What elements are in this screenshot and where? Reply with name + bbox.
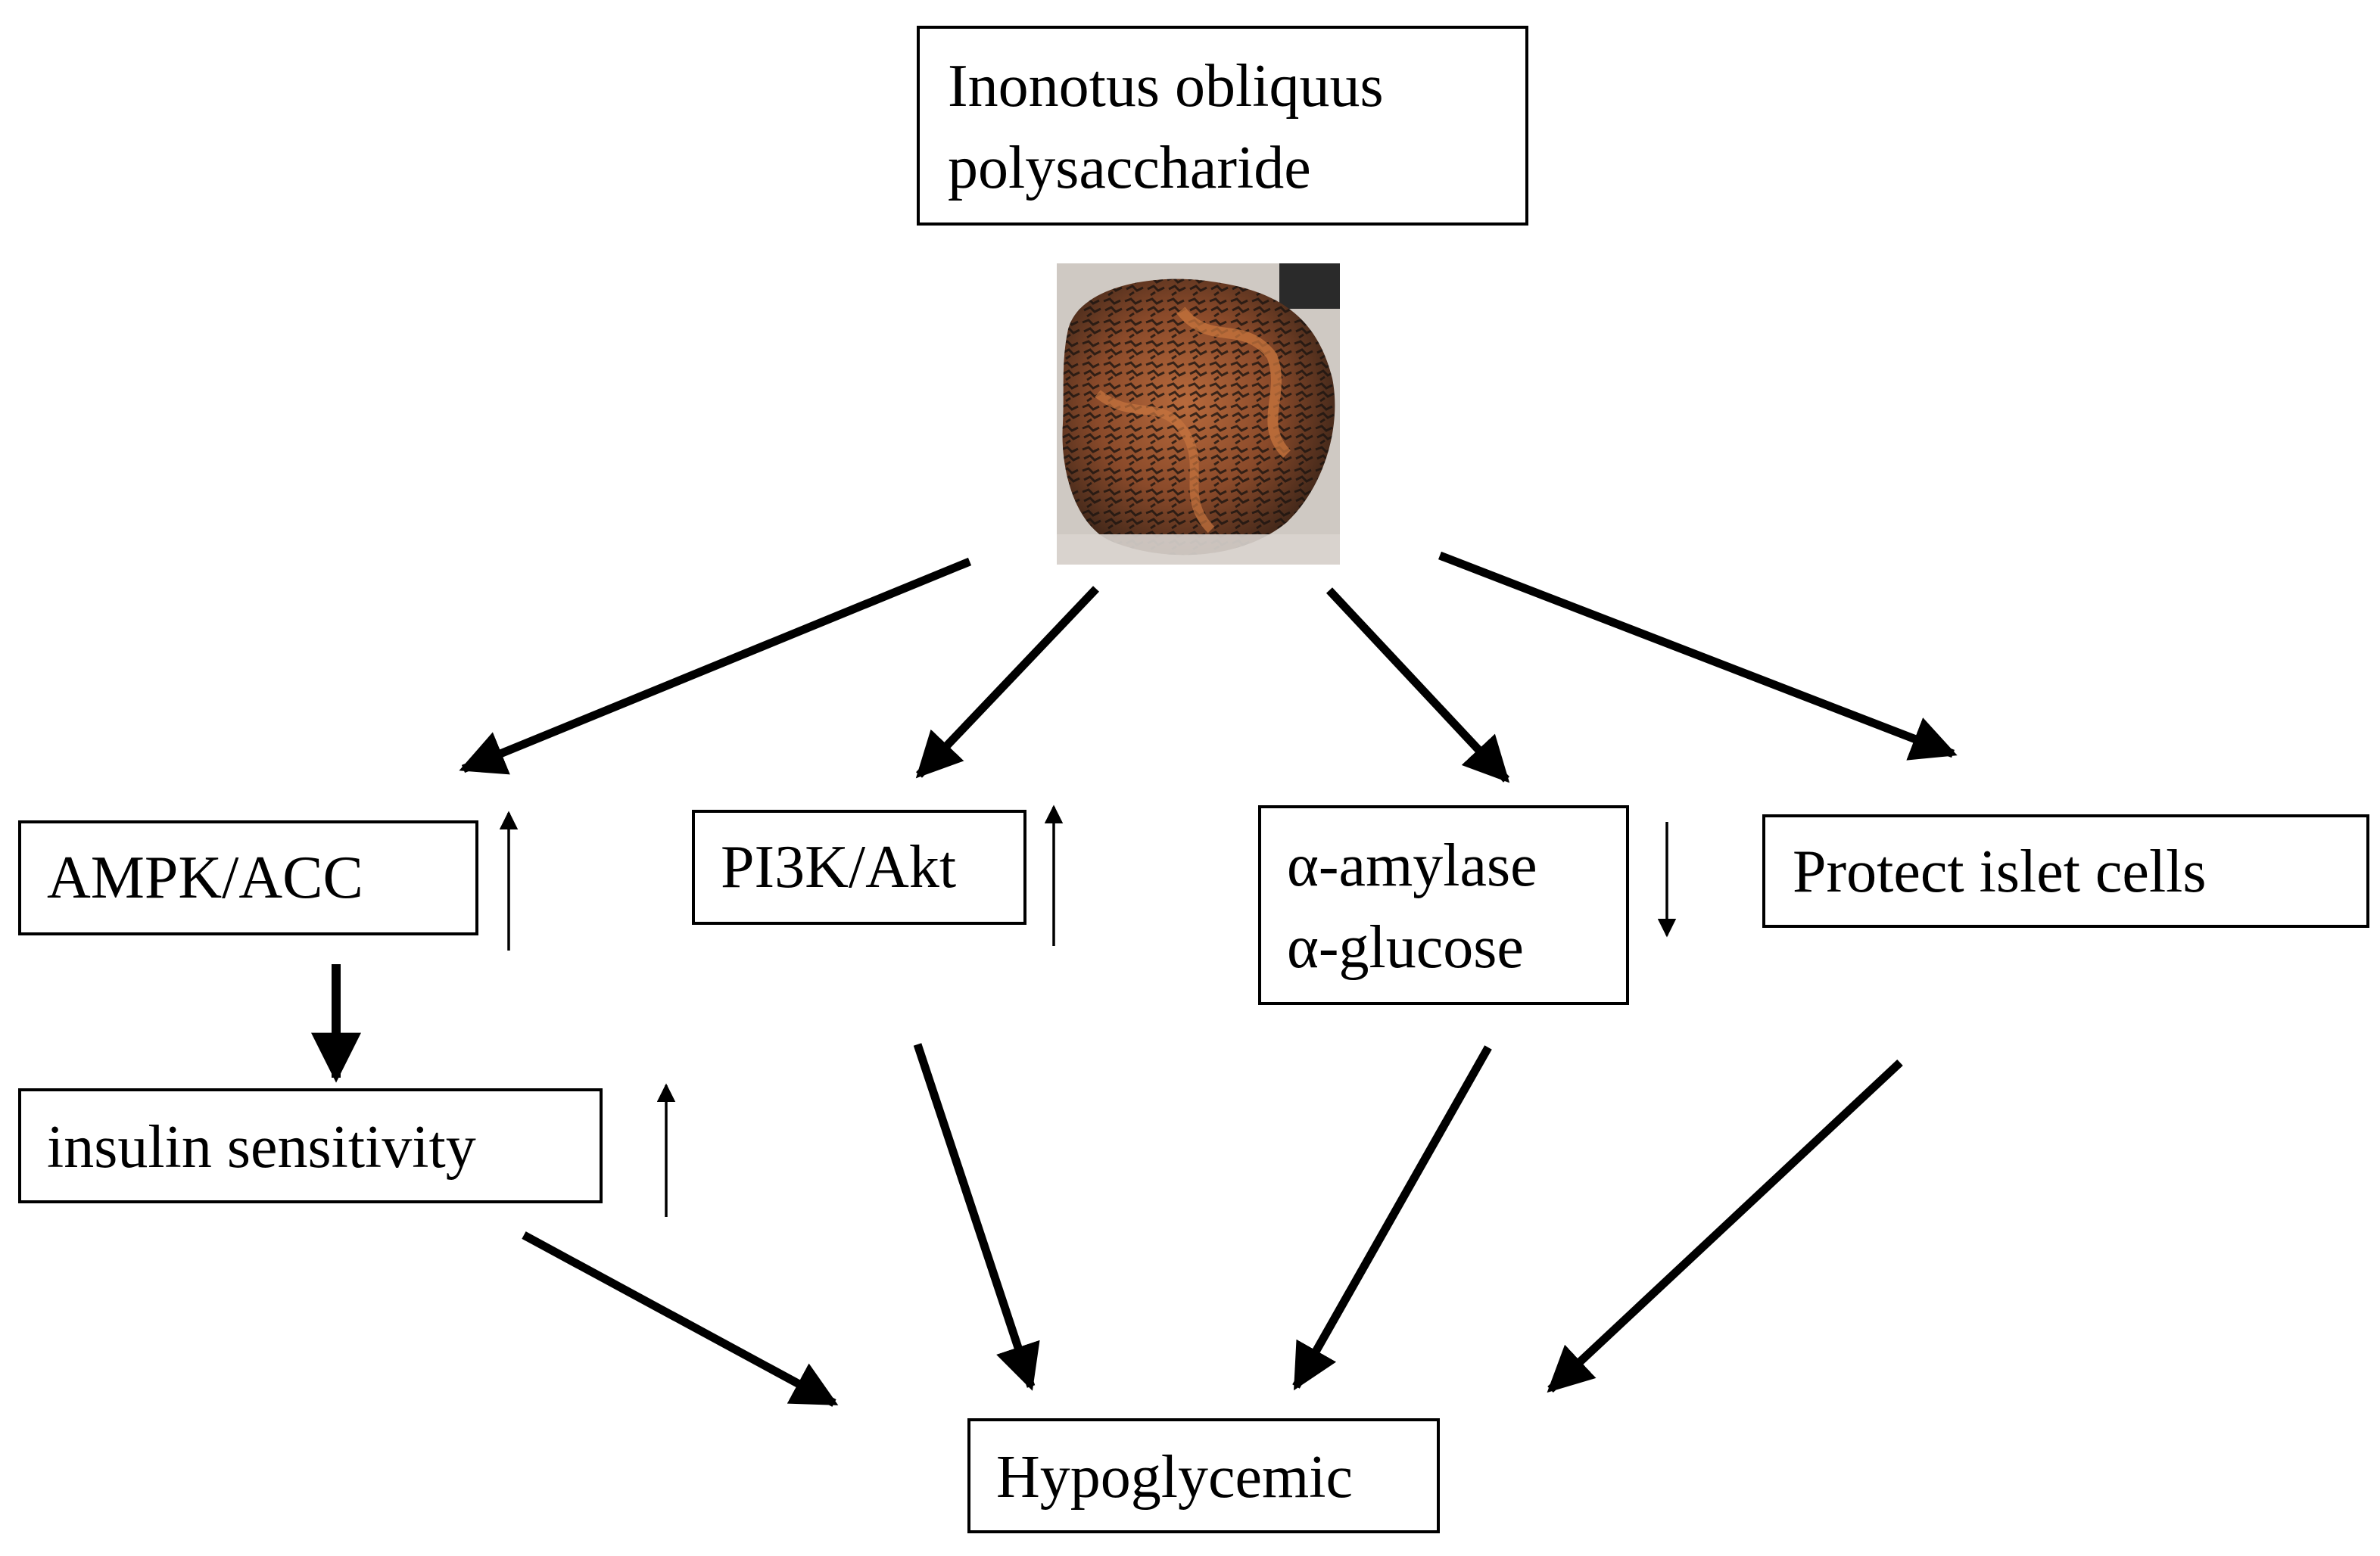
arrow-pi3k-to-outcome	[913, 1043, 1040, 1391]
amylase-node: α-amylase α-glucose	[1258, 805, 1629, 1005]
pi3k-node: PI3K/Akt	[692, 810, 1026, 925]
pi3k-label: PI3K/Akt	[721, 834, 956, 901]
arrow-islet-to-outcome	[1547, 1059, 1903, 1393]
insulin-node: insulin sensitivity	[18, 1088, 603, 1203]
islet-node: Protect islet cells	[1762, 814, 2369, 928]
amylase-line-1: α-amylase	[1287, 832, 1537, 899]
source-line-1: Inonotus obliquus	[948, 53, 1384, 120]
svg-text:α-glucose: α-glucose	[1287, 914, 1524, 981]
islet-label: Protect islet cells	[1793, 839, 2207, 905]
source-line-2: polysaccharide	[948, 135, 1311, 201]
amylase-line-2: α-glucose	[1287, 914, 1524, 981]
ampk-node: AMPK/ACC	[18, 820, 478, 935]
arrow-amylase-to-outcome	[1292, 1045, 1492, 1391]
insulin-label: insulin sensitivity	[47, 1114, 476, 1181]
svg-text:polysaccharide: polysaccharide	[948, 135, 1311, 201]
arrow-source-to-islet	[1438, 551, 1958, 761]
ampk-label: AMPK/ACC	[47, 845, 363, 911]
chaga-mushroom-photo	[1057, 263, 1340, 565]
svg-text:α-amylase: α-amylase	[1287, 832, 1537, 899]
svg-text:Inonotus obliquus: Inonotus obliquus	[948, 53, 1384, 120]
outcome-label: Hypoglycemic	[996, 1444, 1353, 1511]
source-node: Inonotus obliquus polysaccharide	[917, 26, 1528, 226]
arrow-source-to-ampk	[459, 557, 972, 775]
arrows-outcome	[522, 1043, 1903, 1407]
arrow-source-to-amylase	[1326, 587, 1510, 783]
arrow-insulin-to-outcome	[522, 1231, 839, 1407]
arrow-source-to-pi3k	[915, 586, 1099, 779]
outcome-node: Hypoglycemic	[967, 1418, 1440, 1533]
arrows-source	[459, 551, 1958, 783]
